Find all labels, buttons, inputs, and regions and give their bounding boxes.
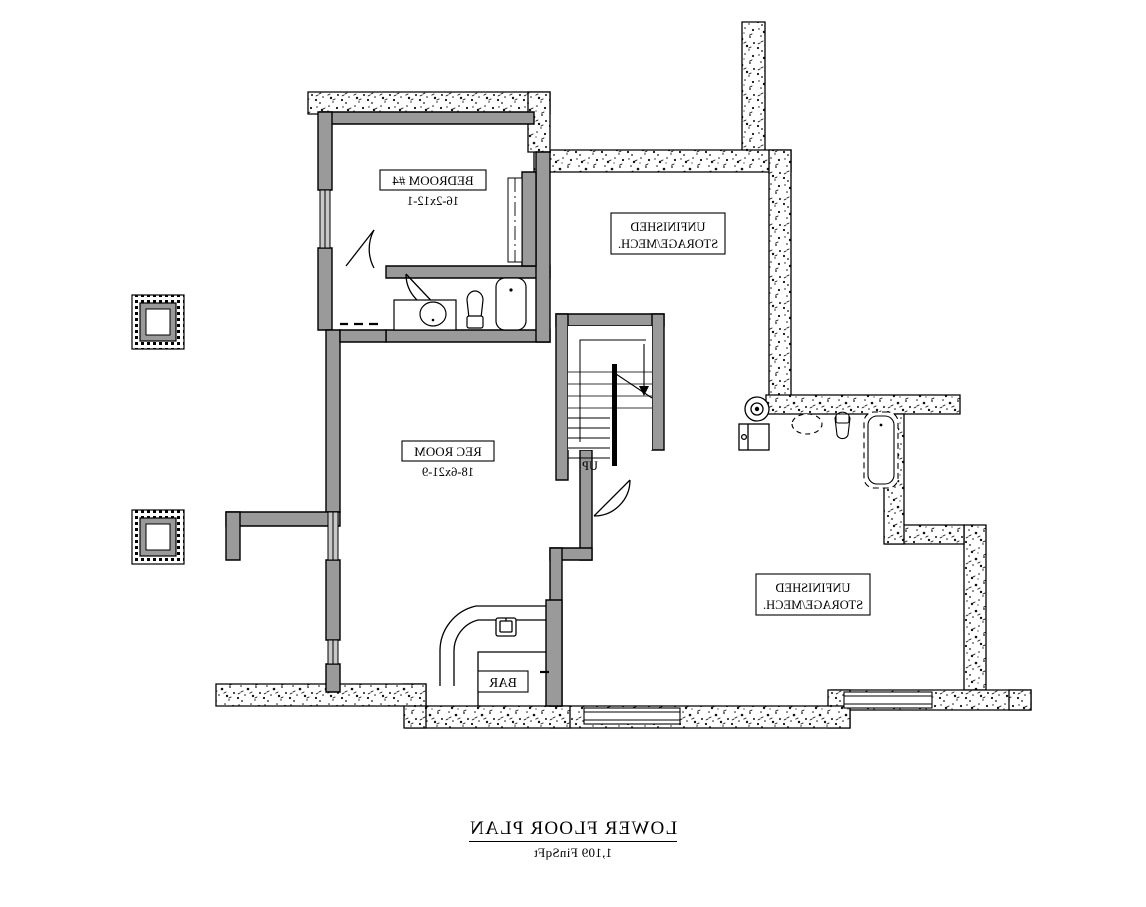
sink-roughin-icon	[791, 413, 823, 435]
toilet-icon	[466, 290, 484, 329]
bathroom-fixtures	[393, 277, 527, 331]
plan-title: LOWER FLOOR PLAN	[468, 818, 678, 842]
framed-walls	[225, 111, 665, 707]
unfinished-lower-line2: STORAGE/MECH.	[763, 598, 863, 612]
furnace-icon	[738, 423, 770, 451]
plan-subtitle: 1,109 FinSqFt	[533, 845, 613, 860]
rec-room-dimensions: 18-6x21-9	[422, 465, 474, 479]
window-openings-framed	[319, 189, 339, 665]
water-heater-icon	[744, 396, 770, 422]
window-openings-concrete	[583, 691, 933, 725]
unfinished-upper-line1: UNFINISHED	[631, 220, 706, 234]
label-unfinished-storage-lower: UNFINISHED STORAGE/MECH.	[755, 573, 871, 616]
label-rec-room: REC ROOM 18-6x21-9	[401, 440, 495, 479]
roughin-fixtures	[791, 411, 899, 489]
closet-bifold-door	[507, 177, 523, 263]
pier-detail-upper	[131, 294, 185, 350]
bedroom-4-dimensions: 16-2x12-1	[407, 194, 459, 208]
stair-run	[568, 326, 653, 466]
label-bedroom-4: BEDROOM #4 16-2x12-1	[379, 169, 487, 208]
rec-room-name: REC ROOM	[414, 444, 482, 459]
pier-detail-lower	[131, 509, 185, 565]
bar-sink-icon	[495, 617, 517, 637]
bedroom-4-name: BEDROOM #4	[392, 173, 474, 188]
room-labels: BEDROOM #4 16-2x12-1 REC ROOM 18-6x21-9 …	[379, 169, 871, 693]
plan-title-block: LOWER FLOOR PLAN 1,109 FinSqFt	[0, 818, 1146, 861]
bar-name: BAR	[489, 675, 517, 690]
bathtub-icon	[495, 277, 527, 331]
unfinished-upper-line2: STORAGE/MECH.	[618, 237, 718, 251]
cased-openings	[340, 322, 550, 674]
unfinished-lower-line1: UNFINISHED	[776, 581, 851, 595]
vanity-sink-icon	[393, 299, 457, 331]
label-bar: BAR	[477, 670, 529, 693]
toilet-roughin-icon	[834, 411, 851, 440]
stair-up-label: UP	[582, 459, 598, 473]
label-unfinished-storage-upper: UNFINISHED STORAGE/MECH.	[610, 212, 726, 255]
mechanical-equipment	[738, 396, 770, 451]
